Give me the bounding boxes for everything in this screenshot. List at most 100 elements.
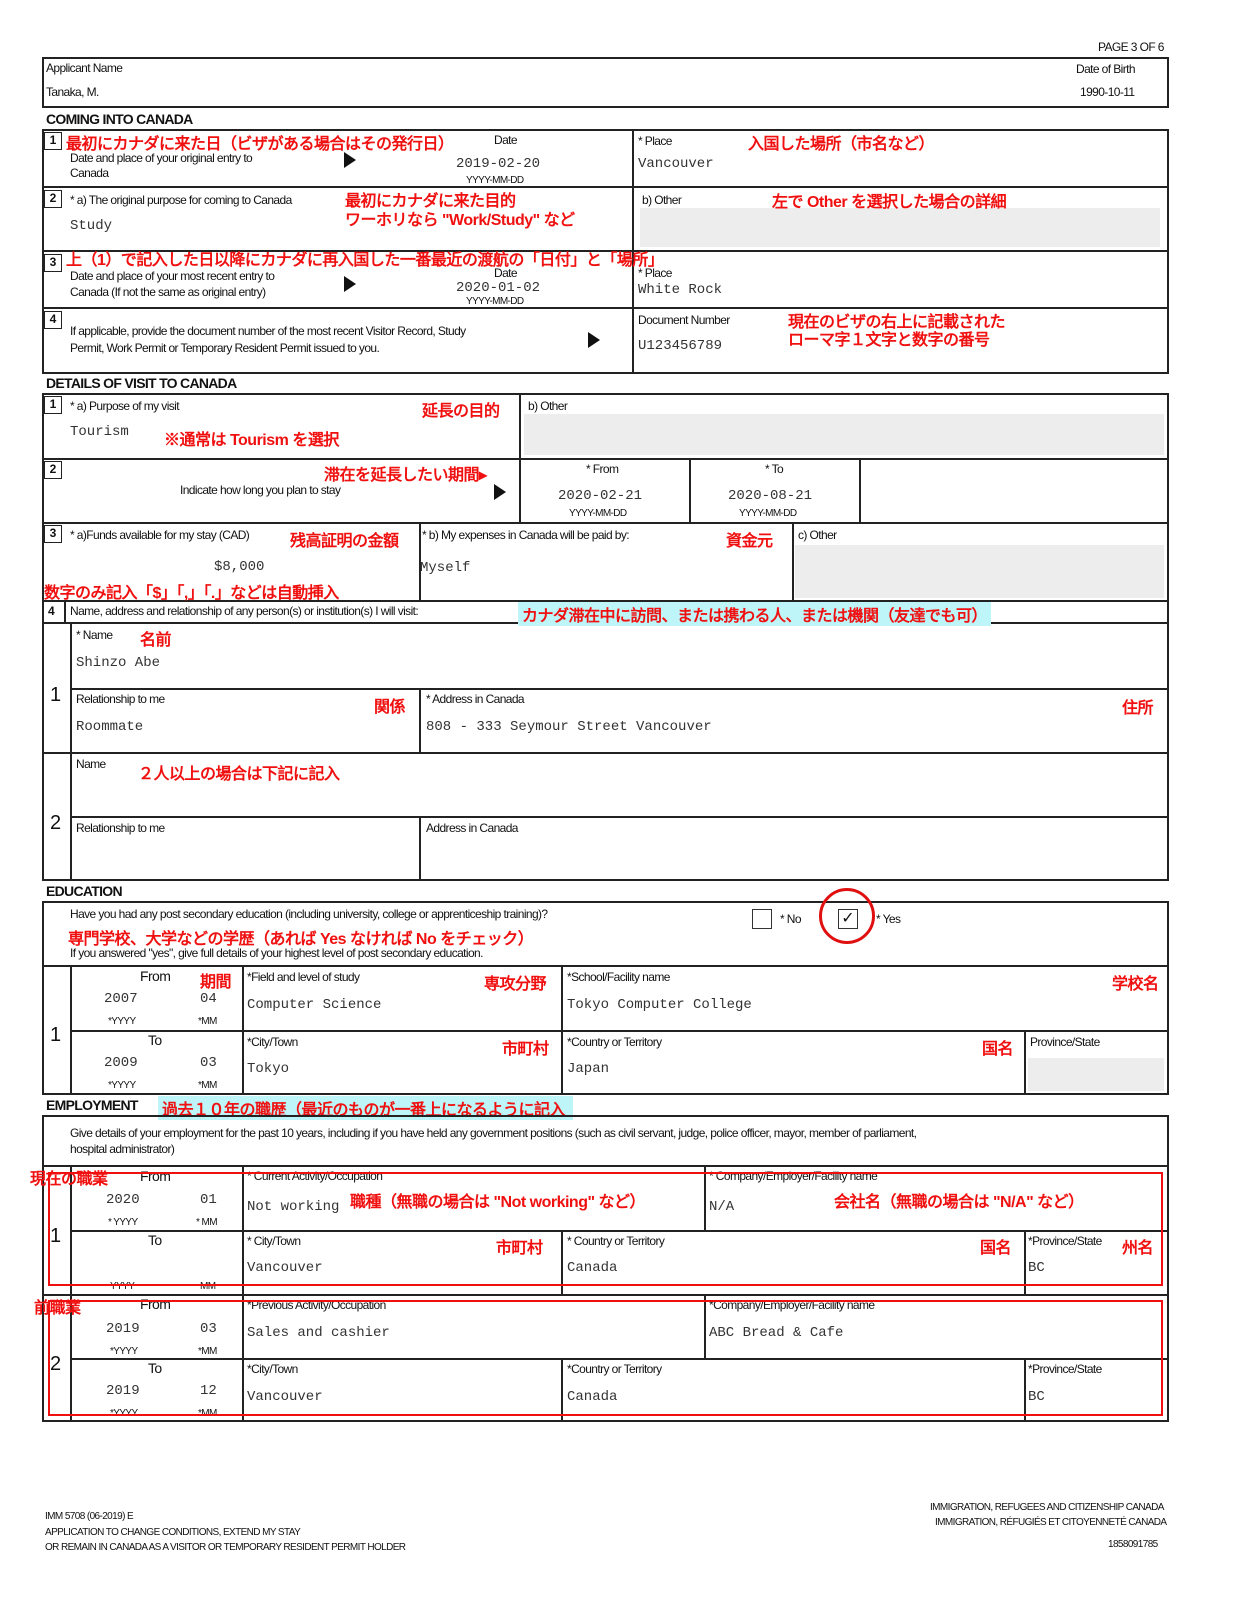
emp2-company[interactable]: ABC Bread & Cafe xyxy=(709,1325,844,1341)
funds-field[interactable]: $8,000 xyxy=(214,559,265,575)
address-field[interactable]: 808 - 333 Seymour Street Vancouver xyxy=(426,719,712,735)
emp2-occupation[interactable]: Sales and cashier xyxy=(247,1325,390,1341)
section-title-visit: DETAILS OF VISIT TO CANADA xyxy=(46,375,237,391)
yyyy-hint: *YYYY xyxy=(108,1080,136,1091)
mm-hint: *MM xyxy=(198,1346,217,1357)
other-paid-field[interactable] xyxy=(795,545,1164,598)
person-name-field[interactable]: Shinzo Abe xyxy=(76,655,161,671)
emp1-occupation[interactable]: Not working xyxy=(247,1199,340,1215)
city-label: *City/Town xyxy=(247,1362,298,1376)
annotation: 資金元 xyxy=(726,533,773,550)
edu-from-year[interactable]: 2007 xyxy=(104,991,138,1007)
mm-hint: MM xyxy=(200,1281,216,1292)
mm-hint: *MM xyxy=(198,1016,217,1027)
no-checkbox[interactable] xyxy=(752,909,772,929)
annotation: 上（1）で記入した日以降にカナダに再入国した一番最近の渡航の「日付」と「場所」 xyxy=(66,252,664,269)
annotation: 職種（無職の場合は "Not working" など） xyxy=(350,1194,646,1211)
annotation: 現在のビザの右上に記載された xyxy=(788,314,1006,331)
purpose-select[interactable]: Tourism xyxy=(70,424,129,440)
recent-entry-date[interactable]: 2020-01-02 xyxy=(456,280,541,296)
province-label: *Province/State xyxy=(1028,1234,1102,1248)
education-question: Have you had any post secondary educatio… xyxy=(70,907,548,921)
stay-from-date[interactable]: 2020-02-21 xyxy=(558,488,643,504)
edu-to-year[interactable]: 2009 xyxy=(104,1055,138,1071)
original-purpose-select[interactable]: Study xyxy=(70,218,113,234)
emp2-to-month[interactable]: 12 xyxy=(200,1383,217,1399)
yyyy-hint: *YYYY xyxy=(110,1408,138,1419)
visit-table xyxy=(42,393,1169,881)
relationship-field[interactable]: Roommate xyxy=(76,719,144,735)
place-label: * Place xyxy=(638,134,672,148)
original-entry-date[interactable]: 2019-02-20 xyxy=(456,156,541,172)
to-label: To xyxy=(148,1232,162,1248)
stay-label: Indicate how long you plan to stay xyxy=(180,483,341,497)
address-label: * Address in Canada xyxy=(426,692,525,706)
date-format-hint: YYYY-MM-DD xyxy=(466,296,524,307)
q1-label: Date and place of your original entry to xyxy=(70,151,253,165)
emp1-province[interactable]: BC xyxy=(1028,1260,1045,1276)
recent-entry-place[interactable]: White Rock xyxy=(638,282,723,298)
employment-number: 1 xyxy=(50,1225,62,1247)
emp1-company[interactable]: N/A xyxy=(709,1199,735,1215)
date-label: Date xyxy=(494,133,518,147)
q3-label: Date and place of your most recent entry… xyxy=(70,269,275,283)
person-number: 1 xyxy=(50,684,62,706)
emp2-from-year[interactable]: 2019 xyxy=(106,1321,140,1337)
q4-label: If applicable, provide the document numb… xyxy=(70,324,466,338)
field-label: *Field and level of study xyxy=(247,970,360,984)
emp2-province[interactable]: BC xyxy=(1028,1389,1045,1405)
from-label: From xyxy=(140,968,171,984)
other-label: b) Other xyxy=(528,399,568,413)
emp1-country[interactable]: Canada xyxy=(567,1260,618,1276)
applicant-name-value[interactable]: Tanaka, M. xyxy=(46,85,99,99)
stay-to-date[interactable]: 2020-08-21 xyxy=(728,488,813,504)
emp1-city[interactable]: Vancouver xyxy=(247,1260,323,1276)
dept-en: IMMIGRATION, REFUGEES AND CITIZENSHIP CA… xyxy=(930,1502,1164,1513)
applicant-name-label: Applicant Name xyxy=(46,61,123,75)
form-id: IMM 5708 (06-2019) E xyxy=(45,1511,134,1522)
other-purpose-visit-field[interactable] xyxy=(524,414,1164,455)
edu-city[interactable]: Tokyo xyxy=(247,1061,290,1077)
arrow-right-icon xyxy=(344,276,356,292)
document-number-field[interactable]: U123456789 xyxy=(638,338,723,354)
emp2-country[interactable]: Canada xyxy=(567,1389,618,1405)
section-title-education: EDUCATION xyxy=(46,883,123,899)
annotation: 学校名 xyxy=(1112,976,1159,993)
to-label: To xyxy=(148,1032,162,1048)
edu-province-field[interactable] xyxy=(1028,1058,1164,1091)
edu-to-month[interactable]: 03 xyxy=(200,1055,217,1071)
dob-value[interactable]: 1990-10-11 xyxy=(1080,85,1135,99)
annotation: 国名 xyxy=(980,1240,1012,1257)
emp2-from-month[interactable]: 03 xyxy=(200,1321,217,1337)
edu-from-month[interactable]: 04 xyxy=(200,991,217,1007)
other-purpose-field[interactable] xyxy=(640,208,1160,247)
province-label: Province/State xyxy=(1030,1035,1100,1049)
emp2-city[interactable]: Vancouver xyxy=(247,1389,323,1405)
mm-hint: *MM xyxy=(198,1080,217,1091)
emp1-from-year[interactable]: 2020 xyxy=(106,1192,140,1208)
q3-label-2: Canada (If not the same as original entr… xyxy=(70,285,266,299)
to-label: * To xyxy=(765,462,784,476)
date-label: Date xyxy=(494,266,518,280)
school-name[interactable]: Tokyo Computer College xyxy=(567,997,752,1013)
paid-by-label: * b) My expenses in Canada will be paid … xyxy=(422,528,630,542)
from-label: * From xyxy=(586,462,619,476)
emp1-from-month[interactable]: 01 xyxy=(200,1192,217,1208)
page-number: PAGE 3 OF 6 xyxy=(1098,40,1164,54)
question-number: 1 xyxy=(44,132,62,150)
original-entry-place[interactable]: Vancouver xyxy=(638,156,714,172)
province-label: *Province/State xyxy=(1028,1362,1102,1376)
emp2-to-year[interactable]: 2019 xyxy=(106,1383,140,1399)
other-label: b) Other xyxy=(642,193,682,207)
highlight-box xyxy=(48,1300,1163,1416)
edu-country[interactable]: Japan xyxy=(567,1061,610,1077)
field-of-study[interactable]: Computer Science xyxy=(247,997,382,1013)
annotation: 現在の職業 xyxy=(30,1171,108,1188)
annotation: カナダ滞在中に訪問、または携わる人、または機関（友達でも可） xyxy=(518,602,992,626)
question-number: 1 xyxy=(44,396,62,414)
relationship-label: Relationship to me xyxy=(76,692,165,706)
form-title-2: OR REMAIN IN CANADA AS A VISITOR OR TEMP… xyxy=(45,1542,406,1553)
paid-by-select[interactable]: Myself xyxy=(420,560,471,576)
to-label: To xyxy=(148,1360,162,1376)
annotation: 市町村 xyxy=(502,1041,549,1058)
